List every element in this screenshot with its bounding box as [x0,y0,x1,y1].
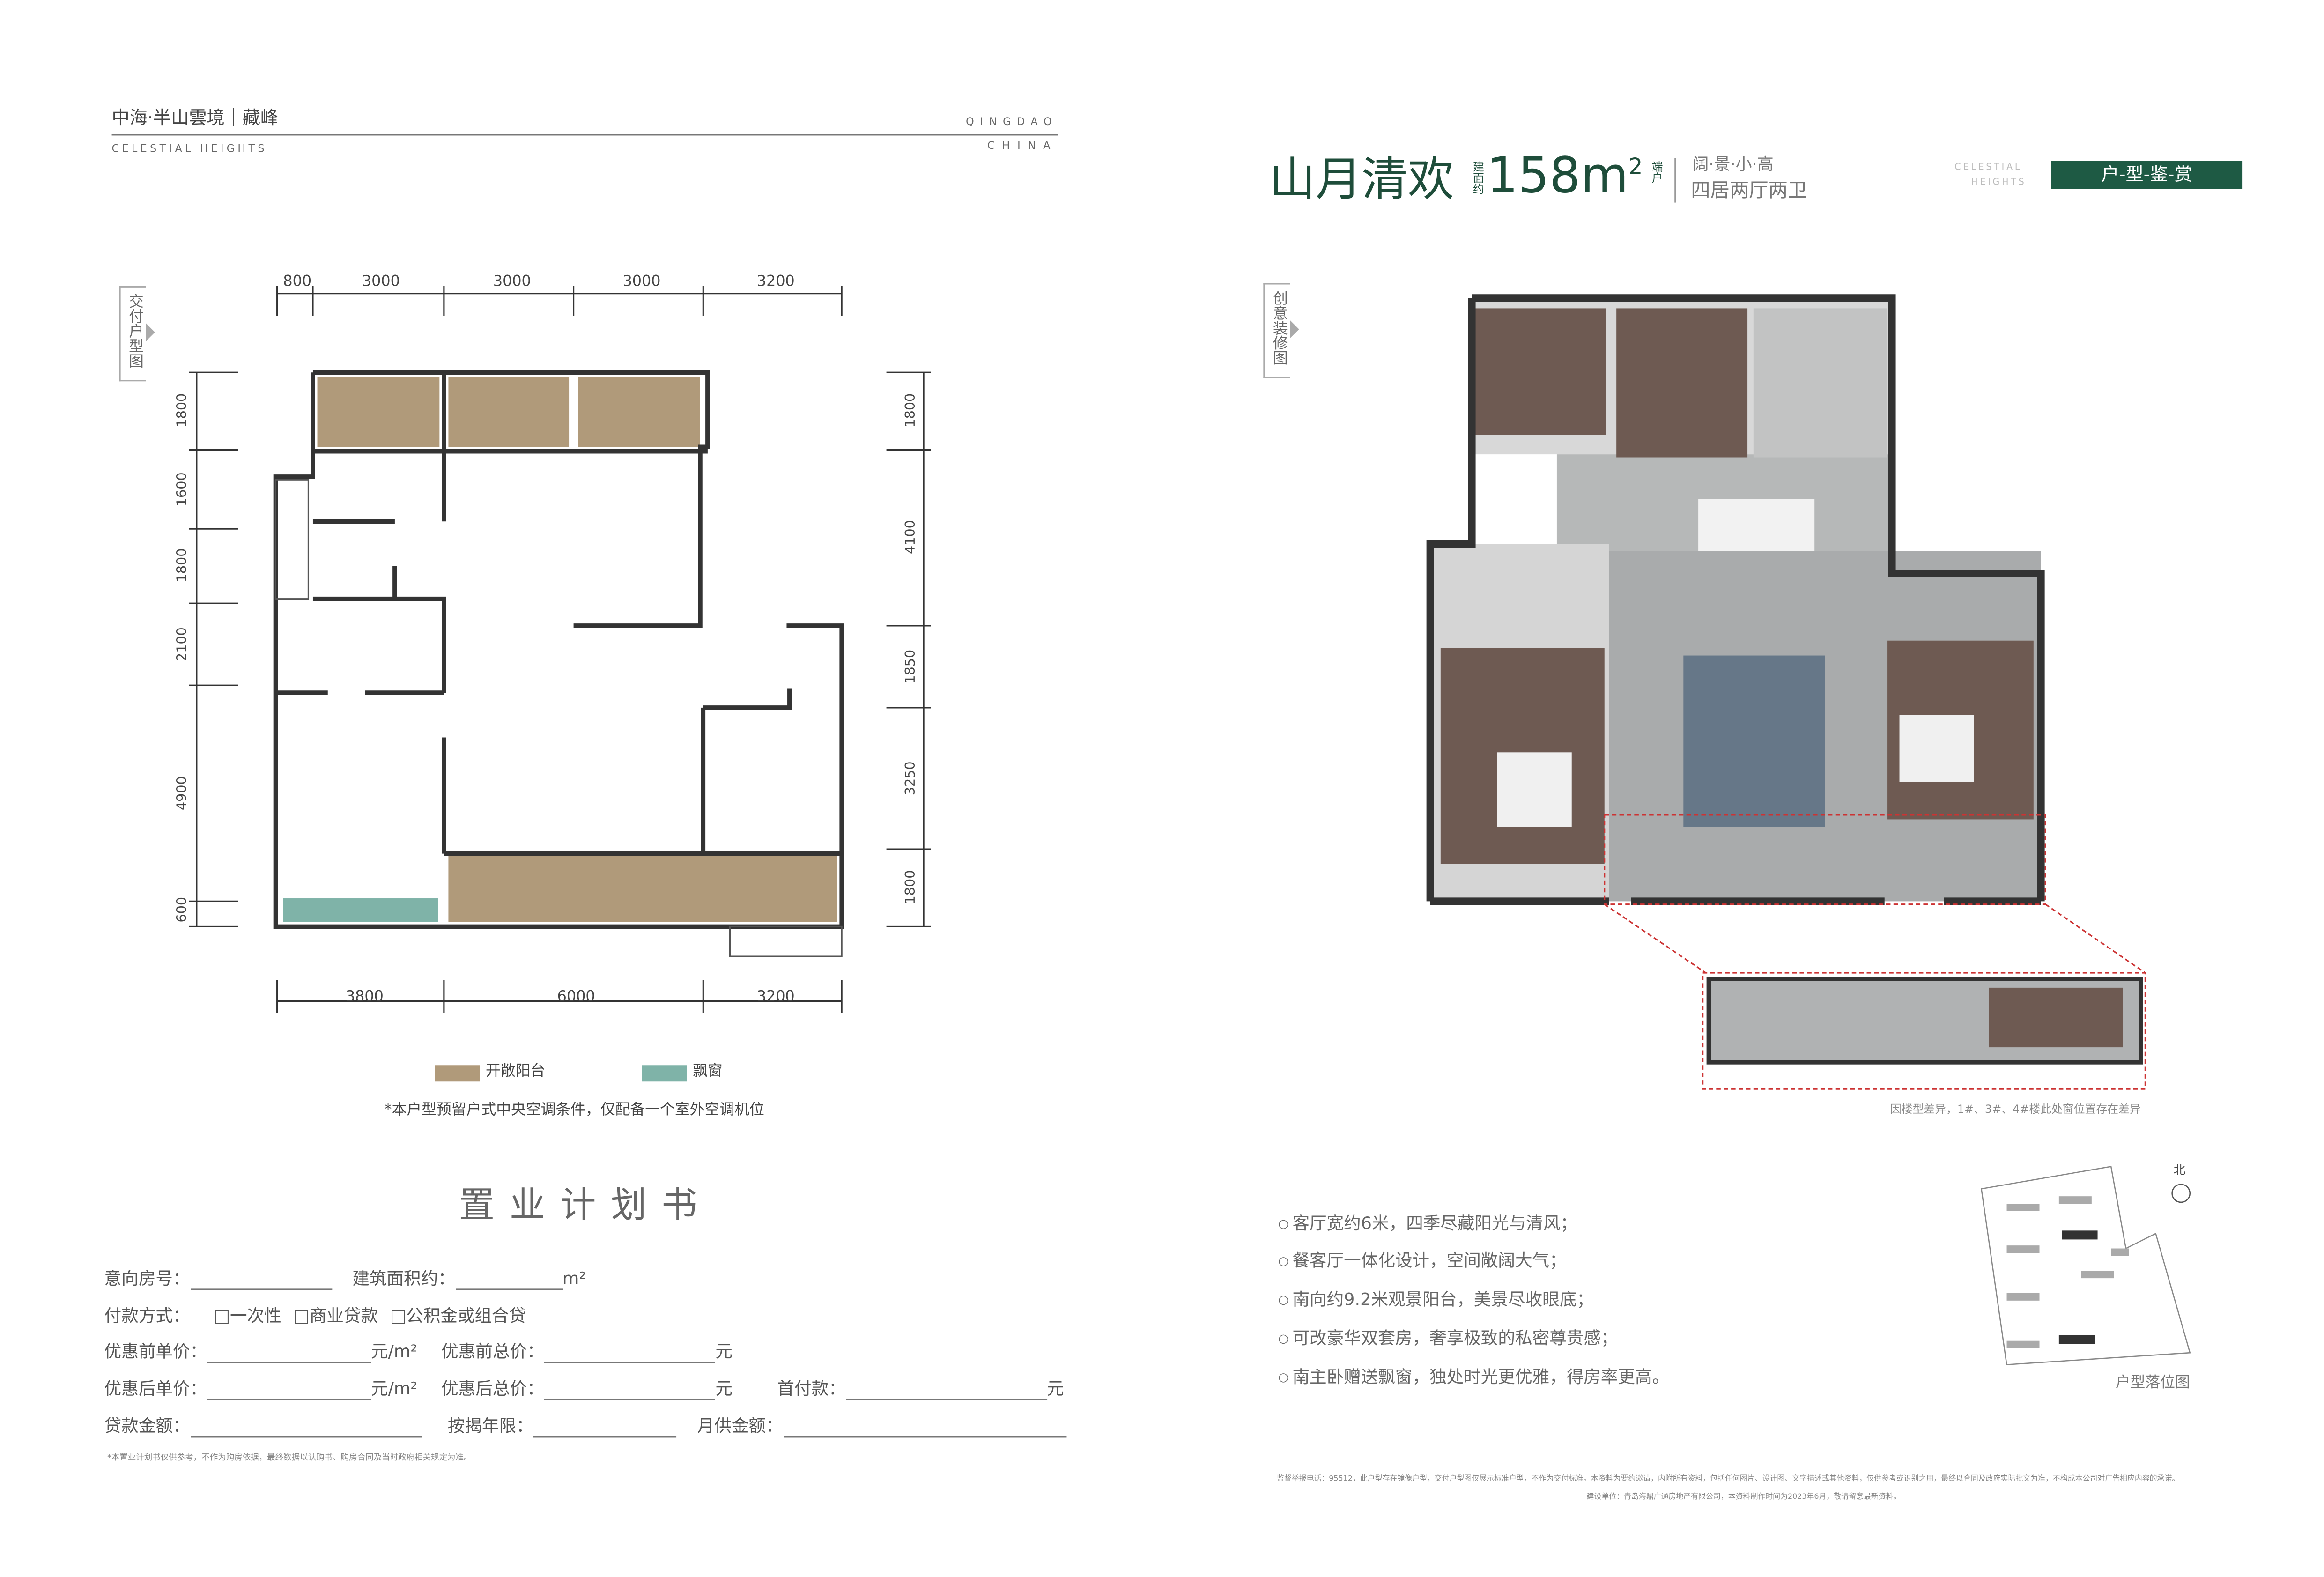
monthly-field[interactable] [783,1418,1066,1437]
delivery-floor-plan [189,286,931,1013]
unit-type: 端户 [1650,161,1664,184]
label: 优惠后单价： [104,1378,207,1399]
feature-2: 餐客厅一体化设计，空间敞阔大气； [1278,1250,1566,1272]
label: 意向房号： [104,1267,190,1289]
dim-right-0: 1800 [904,393,919,428]
area-prefix: 建面约 [1472,161,1486,195]
room-no-field[interactable] [190,1271,332,1290]
title-divider [1674,158,1676,203]
option-fund-loan[interactable]: □公积金或组合贷 [390,1305,526,1326]
title-en-1: CELESTIAL [1954,162,2022,173]
loan-field[interactable] [190,1418,421,1437]
dim-left-1: 1600 [176,471,191,506]
unit-name: 山月清欢 [1269,153,1454,207]
label: 优惠后总价： [441,1378,544,1399]
dim-top-2: 3000 [493,274,531,291]
form-row-5: 贷款金额： 按揭年限： 月供金额： [104,1415,1066,1437]
dim-right-3: 3250 [904,760,919,795]
unit: 元/m² [371,1340,418,1362]
area-field[interactable] [455,1271,562,1290]
label: 优惠前总价： [441,1340,544,1362]
unit-after-field[interactable] [207,1381,371,1400]
form-row-4: 优惠后单价： 元/m² 优惠后总价： 元 首付款： 元 [104,1378,1064,1400]
dim-top-0: 800 [283,274,312,291]
down-payment-field[interactable] [845,1381,1047,1400]
option-full-payment[interactable]: □一次性 [214,1305,281,1326]
dim-top-4: 3200 [756,274,795,291]
label: 月供金额： [697,1415,783,1436]
decorated-floor-plan [1426,294,2146,1090]
option-commercial-loan[interactable]: □商业贷款 [293,1305,378,1326]
form-row-2: 付款方式： □一次性 □商业贷款 □公积金或组合贷 [104,1305,526,1327]
unit: 元 [715,1340,733,1362]
unit: 元 [1047,1378,1064,1399]
unit-area: 158m2 [1487,146,1643,204]
location-map [1981,1166,2191,1365]
title-en-2: HEIGHTS [1971,177,2027,188]
legend-balcony: 开敞阳台 [485,1064,546,1081]
disclaimer-1: 监督举报电话：95512，此户型存在镜像户型，交付户型图仅展示标准户型，不作为交… [1276,1474,2180,1484]
dim-right-2: 1850 [904,649,919,683]
unit: 元 [715,1378,733,1399]
feature-4: 可改豪华双套房，奢享极致的私密尊贵感； [1278,1328,1618,1349]
header-divider [111,134,1058,136]
label: 优惠前单价： [104,1340,207,1362]
label: 按揭年限： [447,1415,533,1436]
feature-3: 南向约9.2米观景阳台，美景尽收眼底； [1278,1289,1593,1311]
form-title: 置业计划书 [459,1184,712,1226]
tag-text: 交付户型图 [125,293,142,368]
north-label: 北 [2173,1163,2186,1177]
dim-left-3: 2100 [176,626,191,661]
north-arrow-icon [2171,1184,2191,1203]
label: 首付款： [777,1378,846,1399]
legend-swatch-balcony [435,1065,480,1082]
total-after-field[interactable] [544,1381,716,1400]
total-before-field[interactable] [544,1343,716,1363]
city-label: QINGDAO [966,116,1058,128]
legend-swatch-bay [642,1065,687,1082]
area-sup: 2 [1628,153,1643,180]
design-plan-tag: 创意装修图 [1263,283,1299,378]
delivery-plan-tag: 交付户型图 [119,286,155,382]
dim-bottom-0: 3800 [345,989,384,1006]
dim-top-1: 3000 [362,274,400,291]
form-row-1: 意向房号： 建筑面积约： m² [104,1267,586,1290]
tagline: 阔·景·小·高 [1692,155,1774,175]
dim-left-0: 1800 [176,393,191,428]
feature-5: 南主卧赠送飘窗，独处时光更优雅，得房率更高。 [1278,1366,1669,1388]
form-row-3: 优惠前单价： 元/m² 优惠前总价： 元 [104,1340,733,1363]
dim-bottom-1: 6000 [557,989,595,1006]
unit-before-field[interactable] [207,1343,371,1363]
location-label: 户型落位图 [2115,1375,2190,1392]
dim-left-4: 4900 [176,775,191,810]
brand-title: 中海·半山雲境｜藏峰 [111,107,279,128]
dim-top-3: 3000 [622,274,661,291]
years-field[interactable] [533,1418,677,1437]
label: 付款方式： [104,1305,190,1326]
dim-left-2: 1800 [176,548,191,583]
tag-text: 创意装修图 [1269,290,1286,365]
layout-label: 四居两厅两卫 [1691,180,1807,203]
legend-bay-window: 飘窗 [693,1064,723,1081]
label: 贷款金额： [104,1415,190,1436]
dim-right-1: 4100 [904,520,919,554]
form-footnote: *本置业计划书仅供参考，不作为购房依据，最终数据以认购书、购房合同及当时政府相关… [107,1454,472,1463]
country-label: CHINA [987,140,1058,152]
feature-1: 客厅宽约6米，四季尽藏阳光与清风； [1278,1213,1577,1235]
dim-bottom-2: 3200 [756,989,795,1006]
label: 建筑面积约： [352,1267,455,1289]
brand-en: CELESTIAL HEIGHTS [111,143,267,155]
disclaimer-2: 建设单位：青岛海鼎广通房地产有限公司，本资料制作时间为2023年6月，敬请留意最… [1586,1493,1901,1502]
dim-right-4: 1800 [904,870,919,904]
dim-left-5: 600 [176,896,191,922]
section-badge: 户-型-鉴-赏 [2051,161,2243,189]
unit: 元/m² [371,1378,418,1399]
window-note: 因楼型差异，1#、3#、4#楼此处窗位置存在差异 [1890,1102,2141,1116]
unit: m² [562,1267,586,1289]
area-value: 158m [1487,146,1629,204]
plan-note: *本户型预留户式中央空调条件，仅配备一个室外空调机位 [384,1102,764,1119]
